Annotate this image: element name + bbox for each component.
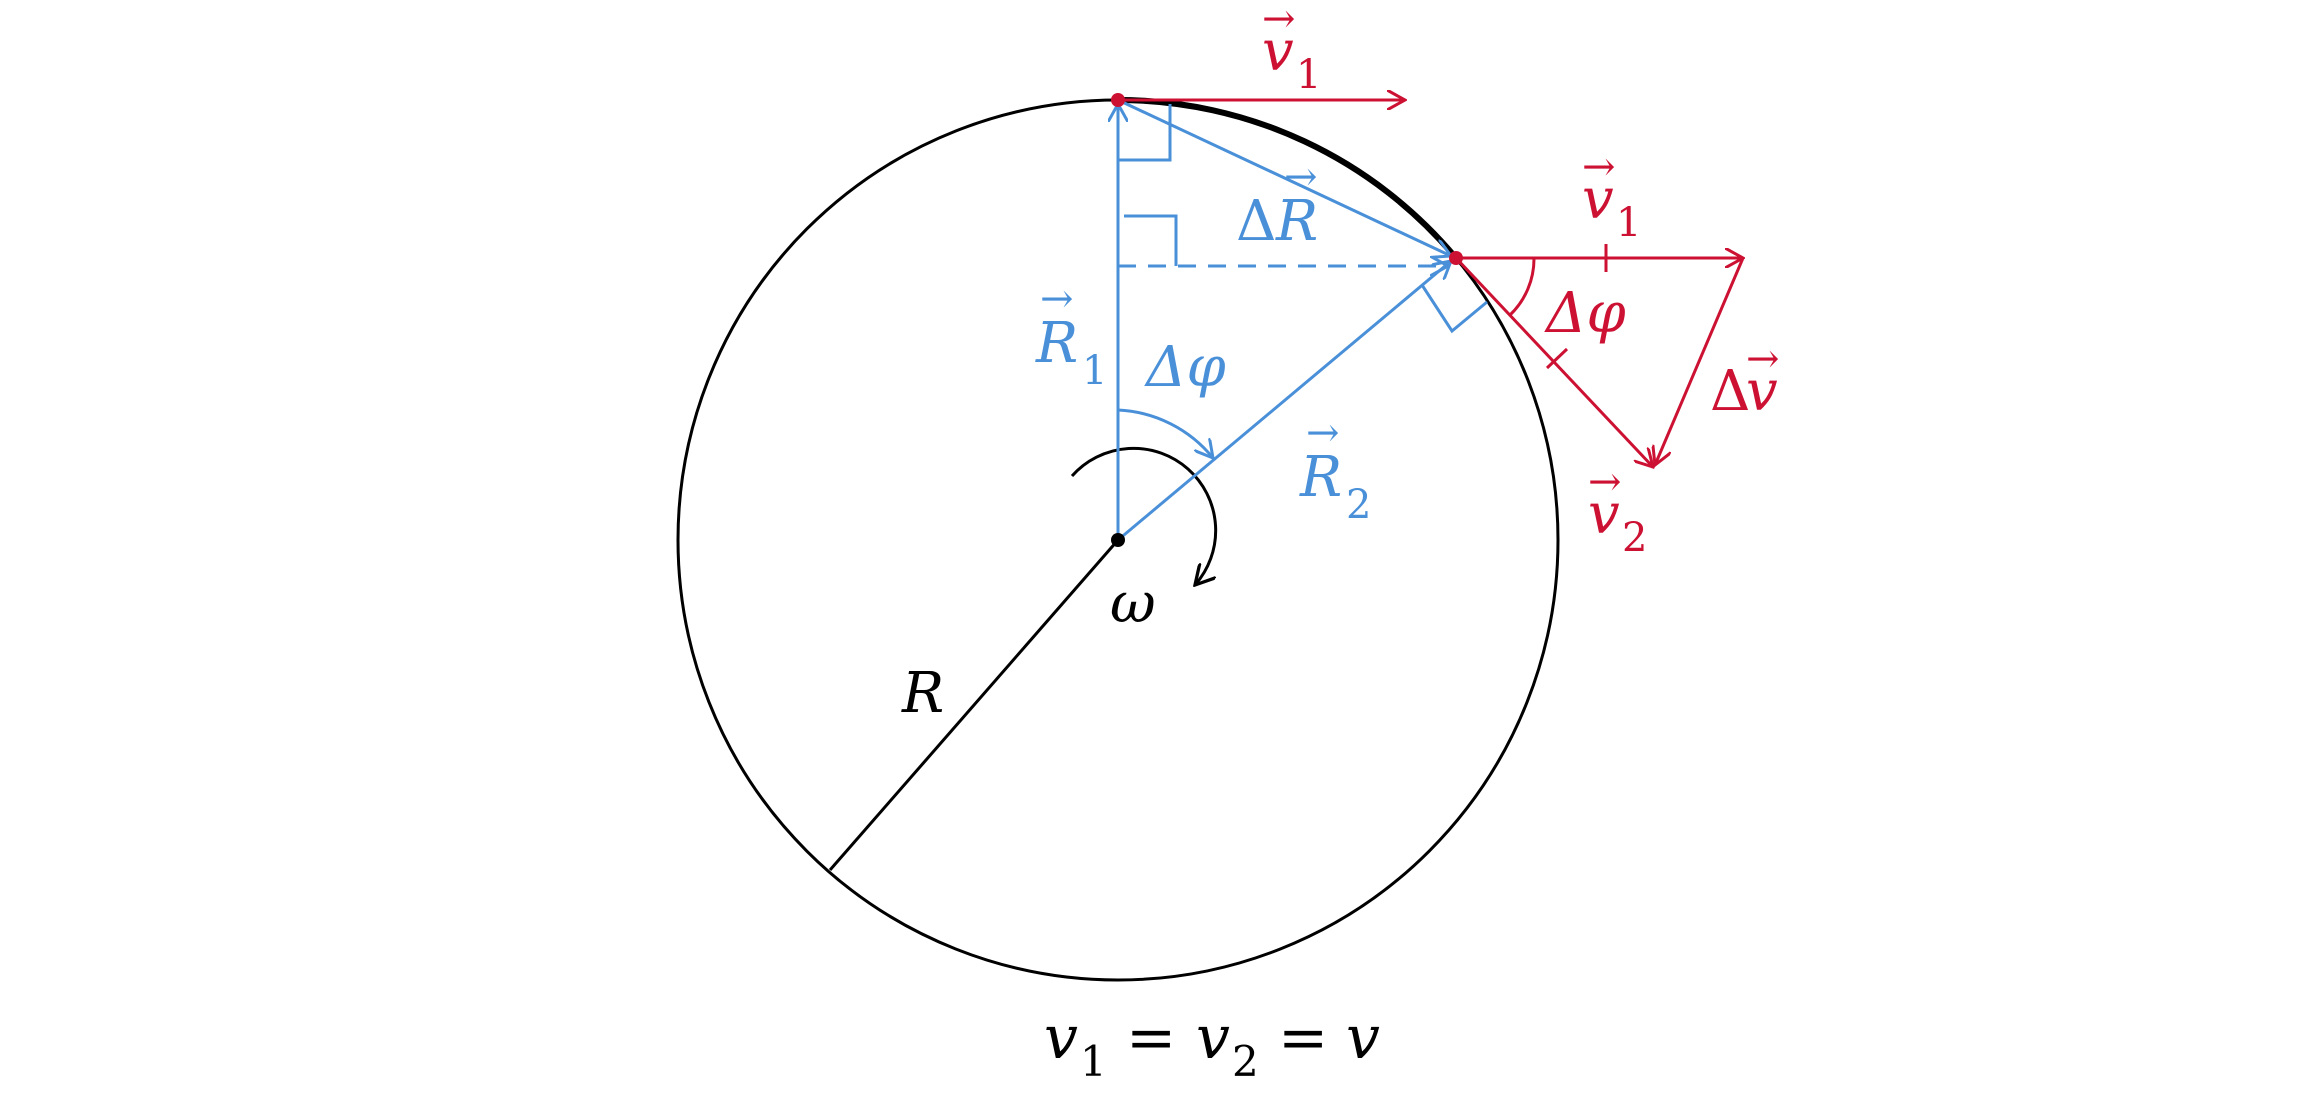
- equation-speeds: v 1 = v 2 = v: [1044, 1003, 1380, 1086]
- svg-text:=: =: [1278, 1003, 1328, 1073]
- traversed-arc: [1117, 96, 1459, 260]
- delta-v-vector: [1655, 257, 1745, 465]
- delta-phi-arc-blue: [1117, 408, 1213, 458]
- svg-text:v: v: [1588, 482, 1620, 547]
- svg-text:R: R: [1299, 445, 1342, 510]
- label-delta-phi-red: Δφ: [1544, 281, 1626, 346]
- svg-text:1: 1: [1082, 348, 1107, 394]
- svg-text:1: 1: [1080, 1037, 1107, 1086]
- label-R1: → R 1: [1035, 276, 1107, 394]
- label-delta-R: Δ → R: [1236, 154, 1318, 254]
- label-R: R: [901, 661, 944, 726]
- svg-text:v: v: [1346, 1003, 1380, 1073]
- label-v2: → v 2: [1588, 459, 1647, 561]
- svg-text:2: 2: [1232, 1037, 1259, 1086]
- center-point: [1111, 533, 1125, 547]
- svg-text:→: →: [1746, 336, 1780, 382]
- label-R2: → R 2: [1299, 410, 1371, 528]
- label-omega: ω: [1110, 571, 1156, 636]
- svg-text:=: =: [1126, 1003, 1176, 1073]
- svg-text:2: 2: [1622, 515, 1647, 561]
- tick-v2: [1545, 347, 1569, 370]
- delta-R-vector: [1117, 98, 1451, 256]
- right-angle-tangent: [1420, 284, 1488, 334]
- svg-text:v: v: [1044, 1003, 1078, 1073]
- svg-text:→: →: [1284, 154, 1318, 200]
- svg-text:v: v: [1746, 359, 1778, 424]
- svg-text:→: →: [1306, 410, 1340, 456]
- svg-text:R: R: [1275, 189, 1318, 254]
- svg-text:1: 1: [1616, 200, 1641, 246]
- delta-phi-arc-red: [1508, 257, 1536, 317]
- point-1: [1111, 93, 1125, 107]
- label-v1-top: → v 1: [1262, 0, 1321, 98]
- svg-text:Δ: Δ: [1236, 189, 1276, 254]
- label-delta-phi-blue: Δφ: [1144, 335, 1226, 400]
- svg-text:→: →: [1262, 0, 1296, 42]
- radius-line: [828, 539, 1120, 871]
- svg-text:v: v: [1262, 19, 1294, 84]
- svg-text:2: 2: [1346, 482, 1371, 528]
- svg-text:→: →: [1040, 276, 1074, 322]
- svg-text:v: v: [1582, 167, 1614, 232]
- label-v1-right: → v 1: [1582, 144, 1641, 246]
- svg-text:Δ: Δ: [1710, 359, 1750, 424]
- omega-rotation-arrow: [1070, 446, 1218, 585]
- svg-text:R: R: [1035, 311, 1078, 376]
- svg-text:→: →: [1582, 144, 1616, 190]
- right-angle-top: [1118, 104, 1172, 162]
- label-delta-v: Δ → v: [1710, 336, 1780, 424]
- R2-vector: [1117, 261, 1451, 542]
- svg-text:v: v: [1196, 1003, 1230, 1073]
- right-angle-dashed: [1124, 214, 1178, 266]
- svg-text:→: →: [1588, 459, 1622, 505]
- svg-text:1: 1: [1296, 52, 1321, 98]
- point-2: [1449, 251, 1463, 265]
